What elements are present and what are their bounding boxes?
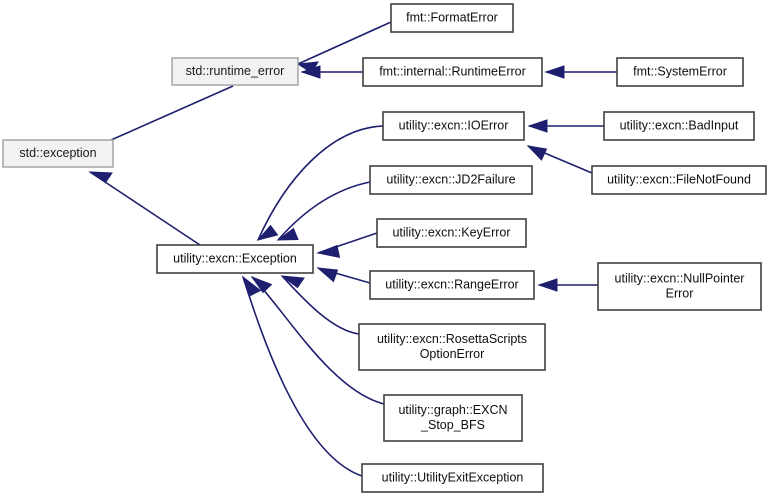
edge-utility_excn_BadInput-to-utility_excn_IOError xyxy=(527,119,604,133)
node-std_exception[interactable]: std::exception xyxy=(2,139,114,168)
edge-utility_excn_IOError-to-utility_excn_Exception xyxy=(256,125,384,241)
edge-line xyxy=(257,125,384,241)
node-label: utility::excn::KeyError xyxy=(392,225,510,239)
node-utility_excn_KeyError[interactable]: utility::excn::KeyError xyxy=(376,218,527,248)
node-label: utility::graph::EXCN xyxy=(398,403,507,417)
edge-line xyxy=(89,171,201,246)
node-label: std::runtime_error xyxy=(186,64,285,78)
edge-utility_excn_RosettaScriptsOptionError-to-utility_excn_Exception xyxy=(280,275,360,335)
arrowhead-icon xyxy=(316,244,341,258)
node-box[interactable] xyxy=(171,57,299,86)
node-box[interactable] xyxy=(390,3,514,33)
edge-utility_excn_KeyError-to-utility_excn_Exception xyxy=(316,232,378,258)
node-fmt_FormatError[interactable]: fmt::FormatError xyxy=(390,3,514,33)
edge-line xyxy=(92,85,234,149)
arrowhead-icon xyxy=(241,275,262,297)
edge-utility_excn_Exception-to-std_exception xyxy=(88,171,201,246)
edge-utility_graph_EXCN_Stop_BFS-to-utility_excn_Exception xyxy=(250,275,385,405)
node-label: std::exception xyxy=(19,146,96,160)
node-label: fmt::SystemError xyxy=(633,64,727,78)
arrowhead-icon xyxy=(537,278,558,292)
node-box[interactable] xyxy=(362,57,543,87)
edge-utility_excn_JD2Failure-to-utility_excn_Exception xyxy=(276,181,371,241)
node-box[interactable] xyxy=(382,111,525,141)
node-box[interactable] xyxy=(156,244,314,274)
node-label: utility::excn::NullPointer xyxy=(615,271,745,285)
arrowhead-icon xyxy=(527,119,548,133)
edge-line xyxy=(297,21,392,65)
edge-utility_excn_FileNotFound-to-utility_excn_IOError xyxy=(526,145,593,174)
node-label: utility::UtilityExitException xyxy=(382,470,524,484)
node-box[interactable] xyxy=(358,323,546,371)
node-utility_excn_Exception[interactable]: utility::excn::Exception xyxy=(156,244,314,274)
node-utility_excn_JD2Failure[interactable]: utility::excn::JD2Failure xyxy=(369,165,533,195)
node-label: utility::excn::FileNotFound xyxy=(607,172,751,186)
node-utility_graph_EXCN_Stop_BFS[interactable]: utility::graph::EXCN_Stop_BFS xyxy=(383,394,523,442)
node-utility_UtilityExitException[interactable]: utility::UtilityExitException xyxy=(361,463,544,493)
edge-fmt_SystemError-to-fmt_internal_RuntimeError xyxy=(544,65,617,79)
arrowhead-icon xyxy=(250,275,273,294)
arrowhead-icon xyxy=(88,171,113,184)
node-label: fmt::internal::RuntimeError xyxy=(379,64,526,78)
node-label: OptionError xyxy=(420,347,485,361)
node-std_runtime_error[interactable]: std::runtime_error xyxy=(171,57,299,86)
edge-utility_excn_RangeError-to-utility_excn_Exception xyxy=(316,267,371,284)
arrowhead-icon xyxy=(280,275,305,289)
node-box[interactable] xyxy=(597,262,762,311)
arrowhead-icon xyxy=(316,267,339,283)
node-box[interactable] xyxy=(616,57,744,87)
node-label: fmt::FormatError xyxy=(406,10,498,24)
edge-utility_excn_NullPointerError-to-utility_excn_RangeError xyxy=(537,278,598,292)
arrowhead-icon xyxy=(300,65,321,79)
edge-layer xyxy=(88,21,617,477)
node-box[interactable] xyxy=(2,139,114,168)
node-box[interactable] xyxy=(383,394,523,442)
edge-line xyxy=(281,275,360,335)
arrowhead-icon xyxy=(276,227,299,241)
edge-std_runtime_error-to-std_exception xyxy=(91,85,234,158)
node-box[interactable] xyxy=(591,165,767,195)
node-box[interactable] xyxy=(369,270,535,300)
node-box[interactable] xyxy=(369,165,533,195)
edge-fmt_internal_RuntimeError-to-std_runtime_error xyxy=(300,65,363,79)
node-layer: std::exception std::runtime_error fmt::For… xyxy=(2,3,767,493)
arrowhead-icon xyxy=(526,145,548,161)
node-fmt_SystemError[interactable]: fmt::SystemError xyxy=(616,57,744,87)
node-box[interactable] xyxy=(603,111,755,141)
node-utility_excn_BadInput[interactable]: utility::excn::BadInput xyxy=(603,111,755,141)
arrowhead-icon xyxy=(256,224,279,241)
node-label: utility::excn::IOError xyxy=(399,118,509,132)
node-label: utility::excn::JD2Failure xyxy=(386,172,515,186)
node-label: utility::excn::Exception xyxy=(173,251,297,265)
edge-line xyxy=(277,181,371,241)
edge-line xyxy=(242,276,363,477)
node-label: utility::excn::BadInput xyxy=(620,118,739,132)
node-box[interactable] xyxy=(376,218,527,248)
node-utility_excn_RangeError[interactable]: utility::excn::RangeError xyxy=(369,270,535,300)
node-utility_excn_FileNotFound[interactable]: utility::excn::FileNotFound xyxy=(591,165,767,195)
node-label: Error xyxy=(666,286,694,300)
node-label: _Stop_BFS xyxy=(420,418,485,432)
node-label: utility::excn::RosettaScripts xyxy=(377,332,527,346)
node-box[interactable] xyxy=(361,463,544,493)
node-label: utility::excn::RangeError xyxy=(385,277,518,291)
node-fmt_internal_RuntimeError[interactable]: fmt::internal::RuntimeError xyxy=(362,57,543,87)
arrowhead-icon xyxy=(544,65,565,79)
node-utility_excn_IOError[interactable]: utility::excn::IOError xyxy=(382,111,525,141)
edge-utility_UtilityExitException-to-utility_excn_Exception xyxy=(241,275,363,477)
